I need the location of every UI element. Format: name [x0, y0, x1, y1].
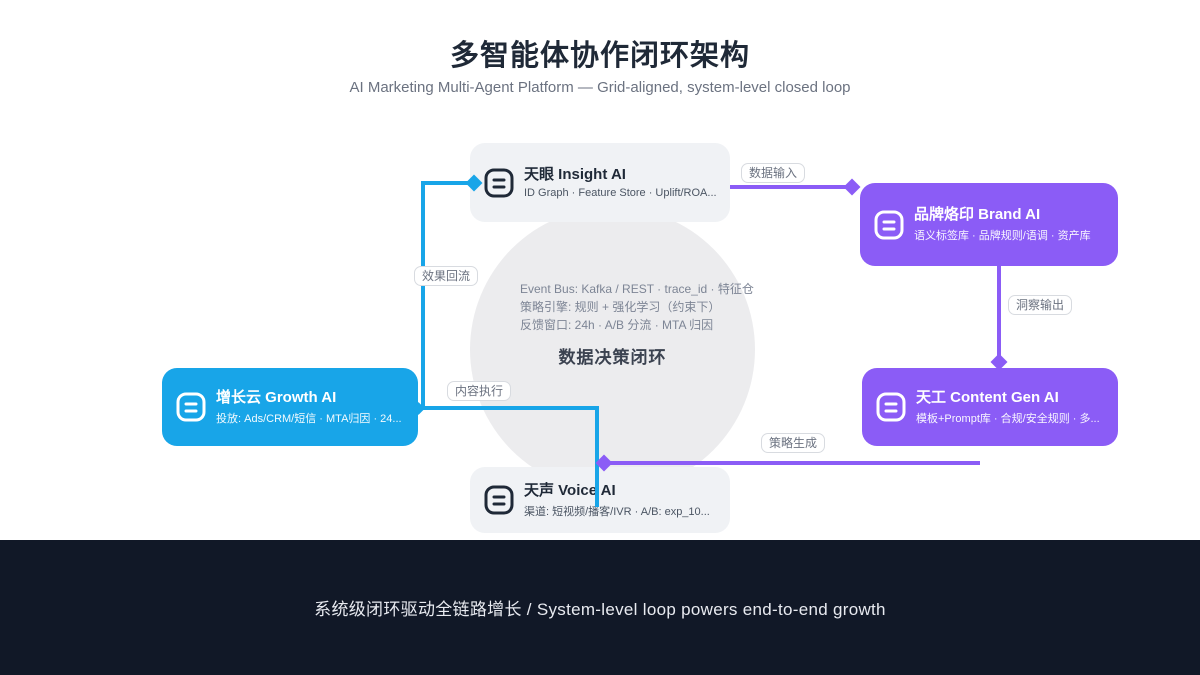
strategy-engine-line: 策略引擎: 规则 + 强化学习（约束下）	[520, 300, 721, 314]
closed-loop-title: 数据决策闭环	[558, 348, 667, 367]
node-title: 品牌烙印 Brand AI	[914, 206, 1041, 223]
footer-banner: 系统级闭环驱动全链路增长 / System-level loop powers …	[0, 540, 1200, 675]
node-subtitle: 渠道: 短视频/播客/IVR · A/B: exp_10...	[524, 505, 710, 518]
node-subtitle: ID Graph · Feature Store · Uplift/ROA...	[524, 187, 716, 199]
node-content-gen-ai: 天工 Content Gen AI 模板+Prompt库 · 合规/安全规则 ·…	[862, 368, 1118, 446]
edge-label-strategy-generation: 策略生成	[761, 433, 826, 453]
edge-label-data-input: 数据输入	[741, 163, 806, 183]
list-icon	[176, 392, 206, 422]
closed-loop-description: Event Bus: Kafka / REST · trace_id · 特征仓…	[470, 280, 755, 368]
edge-label-content-execution: 内容执行	[447, 381, 512, 401]
list-icon	[876, 392, 906, 422]
edge-content-execution-horizontal	[419, 406, 599, 410]
node-growth-ai: 增长云 Growth AI 投放: Ads/CRM/短信 · MTA归因 · 2…	[162, 368, 418, 446]
event-bus-line: Event Bus: Kafka / REST · trace_id · 特征仓	[520, 282, 754, 296]
page-title: 多智能体协作闭环架构	[449, 40, 750, 72]
arrow-diamond-into-brand	[843, 178, 861, 196]
list-icon	[484, 485, 514, 515]
node-title: 增长云 Growth AI	[216, 388, 337, 406]
edge-data-input-horizontal	[730, 185, 852, 189]
node-title: 天声 Voice AI	[524, 481, 616, 499]
edge-strategy-generation-horizontal	[602, 461, 980, 465]
edge-effect-backflow-horizontal	[421, 181, 472, 185]
page-subtitle: AI Marketing Multi-Agent Platform — Grid…	[349, 79, 851, 96]
edge-label-effect-backflow: 效果回流	[414, 266, 479, 286]
edge-content-execution-vertical	[595, 406, 599, 507]
node-title: 天眼 Insight AI	[524, 166, 626, 183]
list-icon	[874, 210, 904, 239]
edge-insight-output-vertical	[997, 266, 1001, 364]
closed-loop-circle	[470, 207, 755, 492]
node-brand-ai: 品牌烙印 Brand AI 语义标签库 · 品牌规则/语调 · 资产库	[860, 183, 1118, 266]
node-voice-ai: 天声 Voice AI 渠道: 短视频/播客/IVR · A/B: exp_10…	[470, 467, 730, 533]
node-title: 天工 Content Gen AI	[916, 388, 1059, 406]
node-subtitle: 投放: Ads/CRM/短信 · MTA归因 · 24...	[216, 412, 402, 425]
edge-effect-backflow-vertical	[421, 181, 425, 410]
footer-text: 系统级闭环驱动全链路增长 / System-level loop powers …	[314, 600, 886, 619]
list-icon	[484, 168, 514, 197]
edge-label-insight-output: 洞察输出	[1008, 295, 1073, 315]
node-subtitle: 模板+Prompt库 · 合规/安全规则 · 多...	[916, 412, 1100, 425]
node-subtitle: 语义标签库 · 品牌规则/语调 · 资产库	[914, 230, 1091, 242]
feedback-window-line: 反馈窗口: 24h · A/B 分流 · MTA 归因	[520, 318, 714, 332]
node-insight-ai: 天眼 Insight AI ID Graph · Feature Store ·…	[470, 143, 730, 222]
